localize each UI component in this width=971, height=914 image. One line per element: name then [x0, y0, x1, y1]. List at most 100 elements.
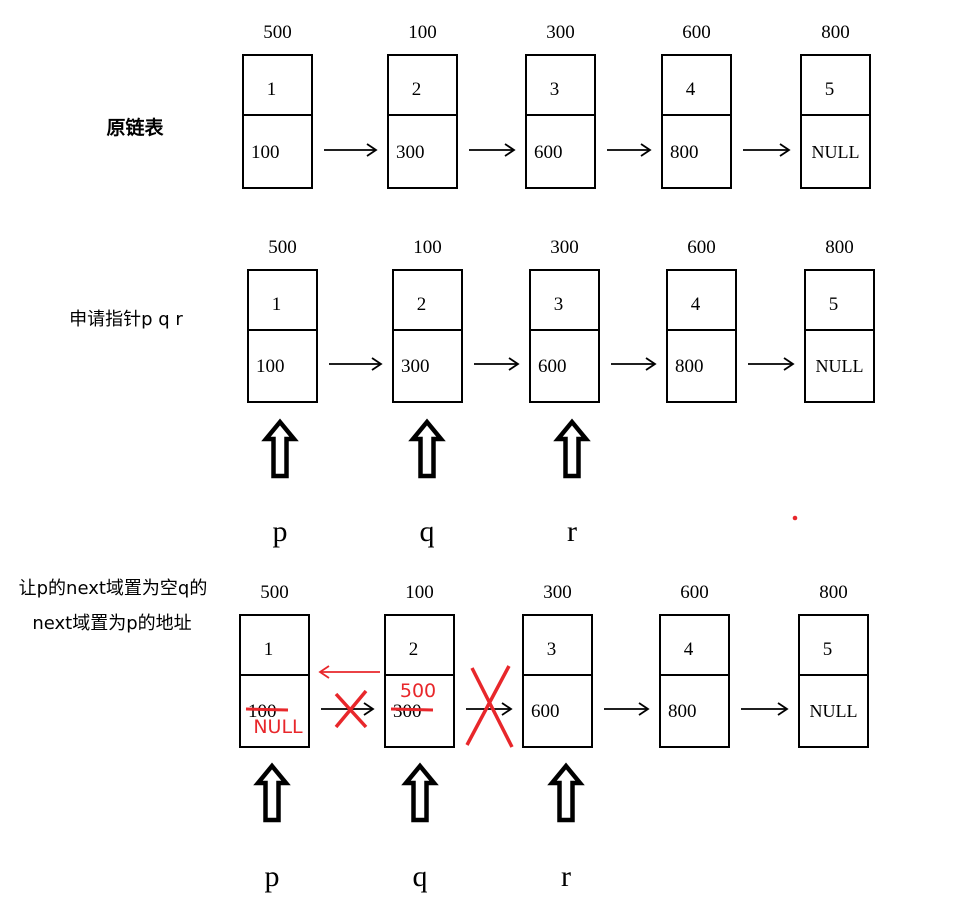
- row-3-node-3-address: 300: [543, 582, 572, 603]
- row-1-node-3-address: 300: [546, 22, 575, 43]
- row-3-node-1-address: 500: [260, 582, 289, 603]
- row-2-link-3-arrow: [611, 357, 657, 371]
- row-3-cross-link-2-b: [465, 665, 511, 746]
- row-3-node-5-next: NULL: [810, 701, 858, 721]
- row-2-node-4-next: 800: [675, 356, 704, 377]
- row-2-node-3-next: 600: [538, 356, 567, 377]
- row-2-label: 申请指针p q r: [69, 309, 183, 330]
- row-1-link-2-arrow-head: [504, 143, 516, 157]
- row-1-node-3-data: 3: [550, 79, 560, 100]
- row-3-node-2-next: 300: [393, 701, 422, 722]
- row-3-link-2-arrow: [466, 702, 513, 716]
- row-2-node-5-next: NULL: [816, 356, 864, 376]
- row-2-link-1-arrow-head: [371, 357, 383, 371]
- row-2-node-5-address: 800: [825, 237, 854, 258]
- row-3-node-3-box: [522, 614, 593, 748]
- row-3-pointer-r-label: r: [561, 860, 571, 893]
- row-2-pointer-q-label: q: [420, 515, 435, 548]
- row-3-cross-link-1-b: [334, 689, 368, 729]
- row-3-node-4-box: [659, 614, 730, 748]
- row-3-node-3-next: 600: [531, 701, 560, 722]
- row-3-node-2-address: 100: [405, 582, 434, 603]
- row-3-link-3-arrow: [604, 702, 650, 716]
- row-3-node-5-address: 800: [819, 582, 848, 603]
- row-2-node-2-box: [392, 269, 463, 403]
- row-3-link-4-arrow-head: [777, 702, 789, 716]
- row-3-pointer-p-arrow: [253, 762, 291, 823]
- row-3-label-line-1: 让p的next域置为空q的: [19, 578, 208, 599]
- row-1-node-5-address: 800: [821, 22, 850, 43]
- row-3-node-1-box: [239, 614, 310, 748]
- row-3-node-5-box: [798, 614, 869, 748]
- row-2-link-4-arrow: [748, 357, 795, 371]
- row-2-pointer-q-arrow: [408, 418, 446, 479]
- row-2-node-3-data: 3: [554, 294, 564, 315]
- row-2-pointer-r-arrow: [553, 418, 591, 479]
- row-1-node-1-next: 100: [251, 142, 280, 163]
- row-3-cross-link-2-a: [470, 667, 514, 748]
- row-2-node-3-box: [529, 269, 600, 403]
- row-1-link-4-arrow-head: [779, 143, 791, 157]
- row-2-link-1-arrow: [329, 357, 383, 371]
- row-3-node-1-next: 100: [248, 701, 277, 722]
- row-2-node-2-next: 300: [401, 356, 430, 377]
- row-1-link-3-arrow-head: [640, 143, 652, 157]
- row-3-pointer-p-label: p: [265, 860, 280, 893]
- row-1-link-4-arrow: [743, 143, 791, 157]
- row-2-node-1-next: 100: [256, 356, 285, 377]
- row-3-node-4-next: 800: [668, 701, 697, 722]
- row-3-pointer-q-label: q: [413, 860, 428, 893]
- row-3-pointer-q-arrow: [401, 762, 439, 823]
- row-1-node-1-box: [242, 54, 313, 189]
- row-2-link-2-arrow-head: [508, 357, 520, 371]
- row-2-node-4-box: [666, 269, 737, 403]
- row-3-link-1-arrow-head: [363, 702, 375, 716]
- row-1-node-4-next: 800: [670, 142, 699, 163]
- row-1-node-4-address: 600: [682, 22, 711, 43]
- row-3-node-2-box: [384, 614, 455, 748]
- row-1-node-2-next: 300: [396, 142, 425, 163]
- row-1-link-3-arrow: [607, 143, 652, 157]
- row-3-reverse-arrow-head: [318, 665, 330, 679]
- row-3-node-1-data: 1: [264, 639, 274, 660]
- row-3-node-1-new-next: NULL: [253, 716, 303, 738]
- row-3-label-line-2: next域置为p的地址: [32, 613, 191, 634]
- row-3-reverse-arrow: [318, 665, 380, 679]
- row-3-node-1-strike: [245, 707, 289, 712]
- row-2-node-5-box: [804, 269, 875, 403]
- row-1-label: 原链表: [106, 116, 164, 139]
- row-1-link-1-arrow: [324, 143, 378, 157]
- row-1-node-5-next: NULL: [812, 142, 860, 162]
- row-3-node-5-data: 5: [823, 639, 833, 660]
- row-3-pointer-r-arrow: [547, 762, 585, 823]
- row-2-node-1-box: [247, 269, 318, 403]
- row-2-link-2-arrow: [474, 357, 520, 371]
- row-2-node-4-data: 4: [691, 294, 701, 315]
- row-2-node-2-address: 100: [413, 237, 442, 258]
- row-2-node-1-address: 500: [268, 237, 297, 258]
- row-1-node-4-data: 4: [686, 79, 696, 100]
- row-3-link-4-arrow: [741, 702, 789, 716]
- row-2-link-3-arrow-head: [645, 357, 657, 371]
- row-2-node-4-address: 600: [687, 237, 716, 258]
- row-3-link-3-arrow-head: [638, 702, 650, 716]
- row-1-link-1-arrow-head: [366, 143, 378, 157]
- row-1-link-2-arrow: [469, 143, 516, 157]
- row-3-node-2-strike: [390, 707, 434, 712]
- row-1-node-3-next: 600: [534, 142, 563, 163]
- row-3-node-3-data: 3: [547, 639, 557, 660]
- row-3-node-4-address: 600: [680, 582, 709, 603]
- row-2-node-1-data: 1: [272, 294, 282, 315]
- row-1-node-1-address: 500: [263, 22, 292, 43]
- row-3-node-2-new-next: 500: [400, 680, 436, 702]
- row-1-node-4-box: [661, 54, 732, 189]
- row-3-link-2-arrow-head: [501, 702, 513, 716]
- row-3-node-2-data: 2: [409, 639, 419, 660]
- row-2-node-2-data: 2: [417, 294, 427, 315]
- row-3-node-4-data: 4: [684, 639, 694, 660]
- row-2-link-4-arrow-head: [783, 357, 795, 371]
- row-1-node-2-address: 100: [408, 22, 437, 43]
- row-1-node-3-box: [525, 54, 596, 189]
- row-2-pointer-p-arrow: [261, 418, 299, 479]
